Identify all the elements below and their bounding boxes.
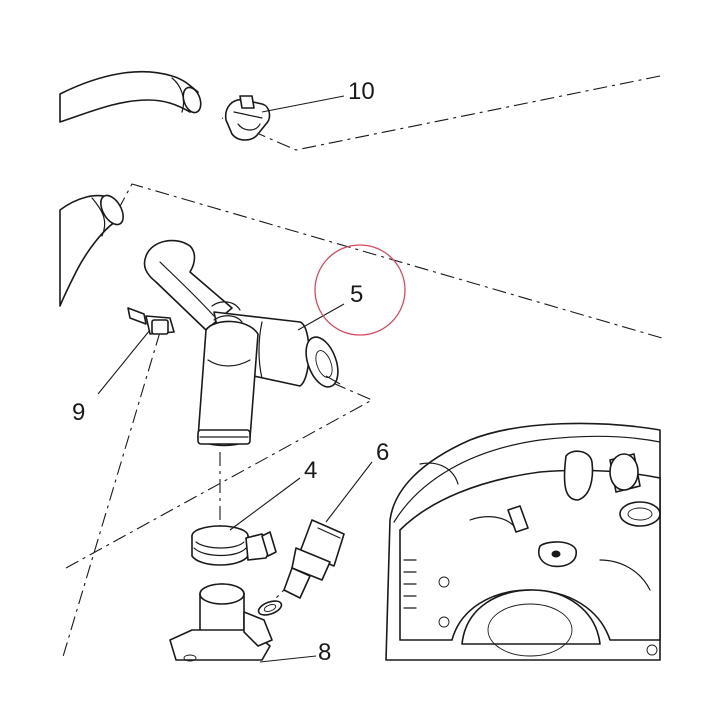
callout-10: 10 bbox=[348, 78, 375, 105]
upper-hose bbox=[59, 70, 202, 123]
fitting-part-8 bbox=[169, 583, 273, 662]
clip-part-10 bbox=[224, 95, 271, 141]
clamp-part-9 bbox=[127, 307, 175, 335]
highlight-circle bbox=[314, 244, 406, 336]
engine-head bbox=[385, 422, 661, 661]
t-piece-part-5 bbox=[143, 239, 339, 447]
callout-6: 6 bbox=[376, 439, 389, 466]
sensor-part-6 bbox=[257, 519, 345, 616]
hose-clamp-part-4 bbox=[191, 525, 277, 566]
leader-lines bbox=[97, 95, 373, 663]
callout-5: 5 bbox=[350, 281, 363, 308]
callout-8: 8 bbox=[318, 639, 331, 666]
left-hose bbox=[59, 194, 124, 307]
callout-4: 4 bbox=[304, 457, 317, 484]
callout-9: 9 bbox=[72, 399, 85, 426]
